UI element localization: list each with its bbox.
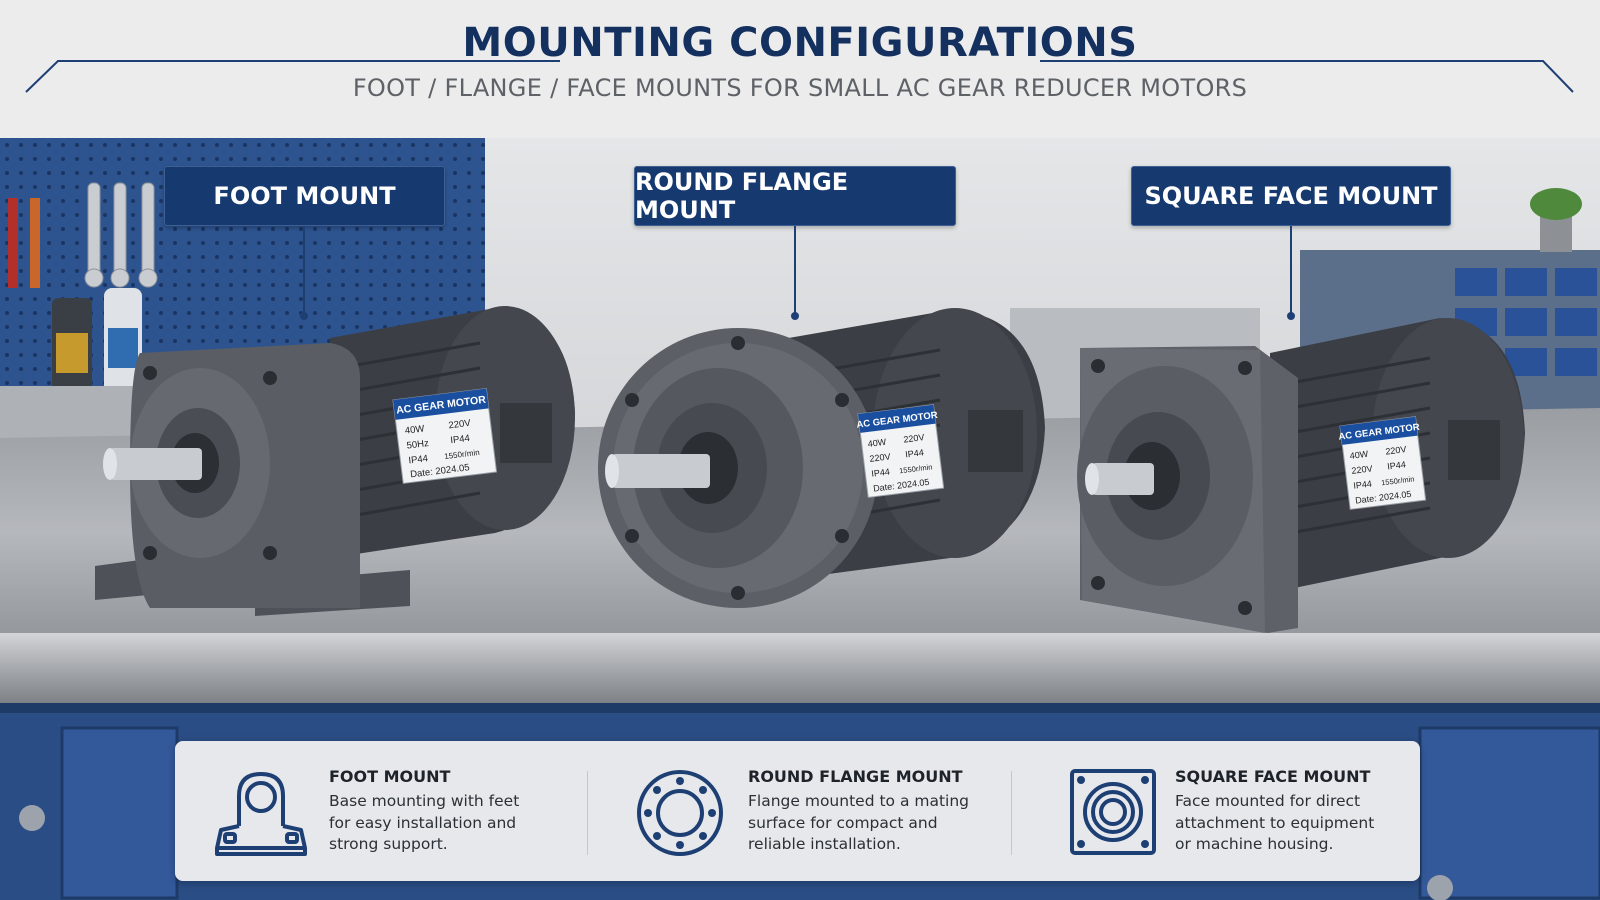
leader-line-foot: [303, 226, 305, 315]
svg-text:IP44: IP44: [450, 433, 471, 446]
info-square-face-mount: SQUARE FACE MOUNT Face mounted for direc…: [1069, 741, 1409, 881]
foot-mount-icon: [215, 772, 307, 856]
round-flange-motor: AC GEAR MOTOR 40W 220V 220V IP44 IP44 15…: [598, 308, 1045, 608]
callout-foot-mount: FOOT MOUNT: [164, 166, 445, 226]
svg-text:IP44: IP44: [1387, 459, 1407, 471]
info-foot-mount: FOOT MOUNT Base mounting with feet for e…: [211, 741, 591, 881]
info-desc-round-flange: Flange mounted to a mating surface for c…: [748, 792, 970, 853]
info-title-square-face: SQUARE FACE MOUNT: [1175, 767, 1371, 786]
page-title: MOUNTING CONFIGURATIONS: [462, 20, 1138, 66]
header-decorative-lines: [25, 60, 1574, 93]
leader-dot-square-face: [1287, 312, 1295, 320]
round-flange-nameplate: AC GEAR MOTOR 40W 220V 220V IP44 IP44 15…: [856, 404, 945, 498]
svg-text:IP44: IP44: [905, 447, 925, 459]
svg-text:40W: 40W: [404, 423, 425, 436]
callout-round-flange-mount: ROUND FLANGE MOUNT: [634, 166, 956, 226]
round-flange-icon: [637, 770, 723, 856]
svg-text:40W: 40W: [1349, 449, 1369, 461]
svg-text:50Hz: 50Hz: [406, 438, 430, 452]
svg-text:40W: 40W: [867, 437, 887, 449]
foot-mount-motor: AC GEAR MOTOR 40W 220V 50Hz IP44 IP44 15…: [95, 306, 575, 616]
square-face-motor-body: [1077, 318, 1525, 633]
leader-dot-round-flange: [791, 312, 799, 320]
page-subtitle: FOOT / FLANGE / FACE MOUNTS FOR SMALL AC…: [352, 74, 1248, 102]
foot-mount-nameplate: AC GEAR MOTOR 40W 220V 50Hz IP44 IP44 15…: [392, 387, 498, 484]
info-divider: [1011, 771, 1012, 855]
svg-text:220V: 220V: [903, 432, 925, 444]
foot-mount-motor-body: [95, 306, 575, 616]
square-face-icon: [1070, 769, 1156, 855]
info-desc-foot: Base mounting with feet for easy install…: [329, 792, 520, 853]
header-banner: MOUNTING CONFIGURATIONS FOOT / FLANGE / …: [0, 0, 1600, 138]
info-title-foot: FOOT MOUNT: [329, 767, 451, 786]
svg-text:1550r/min: 1550r/min: [1381, 474, 1415, 487]
info-round-flange-mount: ROUND FLANGE MOUNT Flange mounted to a m…: [635, 741, 1015, 881]
svg-text:220V: 220V: [1351, 463, 1373, 475]
info-panel: FOOT MOUNT Base mounting with feet for e…: [175, 741, 1420, 881]
leader-dot-foot: [300, 312, 308, 320]
round-flange-motor-body: [598, 308, 1045, 608]
info-divider: [587, 771, 588, 855]
svg-text:IP44: IP44: [408, 453, 429, 466]
svg-text:IP44: IP44: [871, 467, 891, 479]
callout-square-face-mount: SQUARE FACE MOUNT: [1131, 166, 1451, 226]
svg-text:1550r/min: 1550r/min: [899, 462, 933, 475]
svg-text:1550r/min: 1550r/min: [444, 448, 480, 461]
leader-line-round-flange: [794, 226, 796, 315]
svg-text:IP44: IP44: [1353, 479, 1373, 491]
svg-text:220V: 220V: [448, 418, 472, 432]
leader-line-square-face: [1290, 226, 1292, 315]
info-title-round-flange: ROUND FLANGE MOUNT: [748, 767, 963, 786]
square-face-motor: AC GEAR MOTOR 40W 220V 220V IP44 IP44 15…: [1077, 318, 1525, 633]
info-desc-square-face: Face mounted for direct attachment to eq…: [1175, 792, 1375, 853]
svg-text:220V: 220V: [869, 451, 891, 463]
square-face-nameplate: AC GEAR MOTOR 40W 220V 220V IP44 IP44 15…: [1338, 416, 1427, 510]
svg-text:220V: 220V: [1385, 444, 1407, 456]
